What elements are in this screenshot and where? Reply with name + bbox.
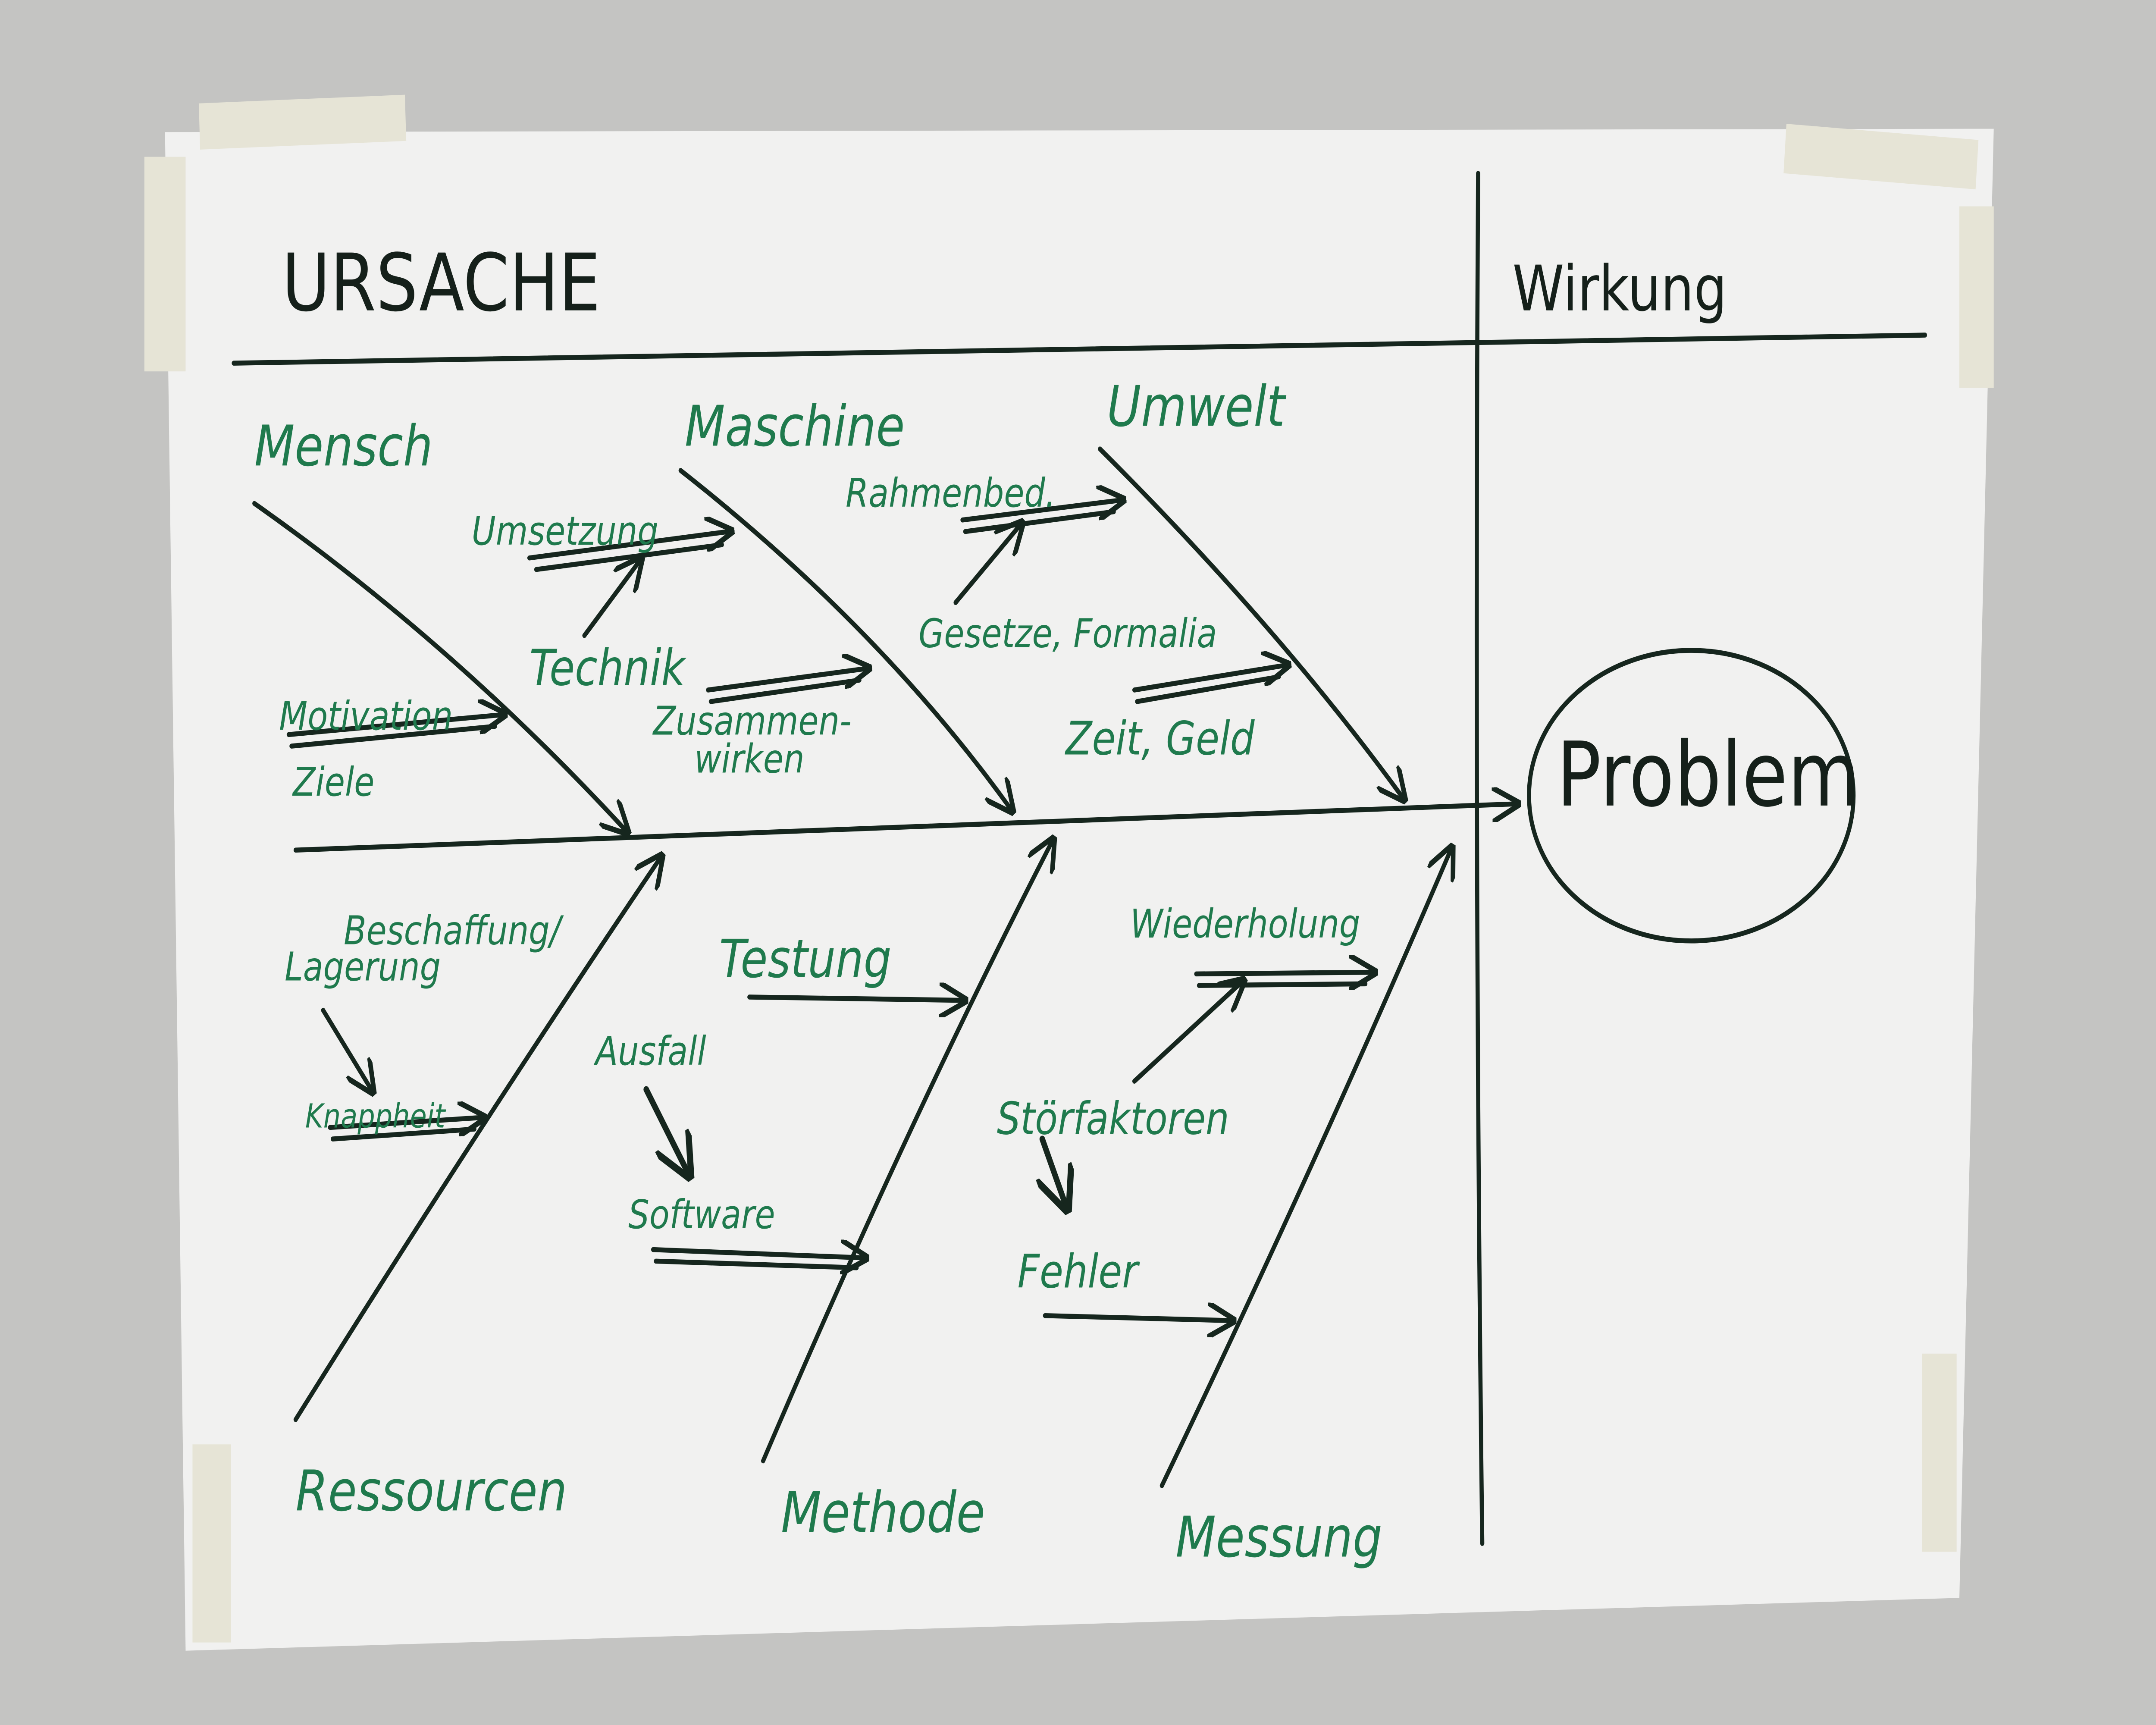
- category-messung: Messung: [1175, 1505, 1382, 1570]
- category-umwelt: Umwelt: [1107, 374, 1287, 439]
- cause-rahmenbed: Rahmenbed.: [846, 470, 1056, 516]
- cause-beschaffung: Beschaffung/: [344, 908, 564, 953]
- tape: [144, 157, 186, 372]
- tape: [1783, 124, 1979, 190]
- category-mensch: Mensch: [254, 414, 433, 479]
- sub-arrows: [286, 500, 1373, 1320]
- cause-software: Software: [628, 1192, 775, 1237]
- cause-ausfall: Ausfall: [593, 1028, 706, 1074]
- cause-motivation: Motivation: [279, 693, 453, 739]
- cause-testung: Testung: [719, 928, 892, 990]
- cause-zusammen: Zusammen-: [652, 698, 852, 744]
- tape: [1922, 1353, 1957, 1552]
- effect-title: Wirkung: [1513, 252, 1727, 326]
- flipchart-paper: [165, 129, 1994, 1651]
- problem-ellipse: [1527, 648, 1856, 944]
- tape: [1959, 206, 1994, 388]
- bone-methode: [761, 842, 1052, 1464]
- cause-wiederholung: Wiederholung: [1130, 901, 1360, 947]
- category-maschine: Maschine: [685, 394, 905, 459]
- cause-stoerfaktoren: Störfaktoren: [997, 1093, 1229, 1145]
- problem-label: Problem: [1557, 723, 1860, 827]
- cause-knappheit: Knappheit: [305, 1097, 446, 1135]
- category-methode: Methode: [781, 1480, 985, 1546]
- main-spine: [293, 804, 1515, 853]
- category-ressourcen: Ressourcen: [296, 1459, 567, 1524]
- cause-title: URSACHE: [282, 237, 601, 329]
- cause-ziele: Ziele: [292, 759, 374, 805]
- cause-umsetzung: Umsetzung: [472, 508, 658, 554]
- bone-umwelt: [1098, 446, 1403, 797]
- cause-technik: Technik: [530, 639, 687, 697]
- bone-messung: [1159, 850, 1451, 1488]
- cause-wirken: wirken: [694, 736, 804, 782]
- tape: [198, 94, 407, 150]
- bone-maschine: [678, 468, 1010, 809]
- cause-zeit-geld: Zeit, Geld: [1065, 712, 1255, 765]
- tape: [192, 1444, 231, 1643]
- cause-effect-divider: [1474, 171, 1485, 1546]
- bone-mensch: [252, 501, 626, 830]
- header-divider-line: [232, 332, 1927, 366]
- cause-lagerung: Lagerung: [285, 944, 441, 990]
- cause-gesetze-formalia: Gesetze, Formalia: [918, 611, 1217, 656]
- cause-fehler: Fehler: [1018, 1245, 1140, 1299]
